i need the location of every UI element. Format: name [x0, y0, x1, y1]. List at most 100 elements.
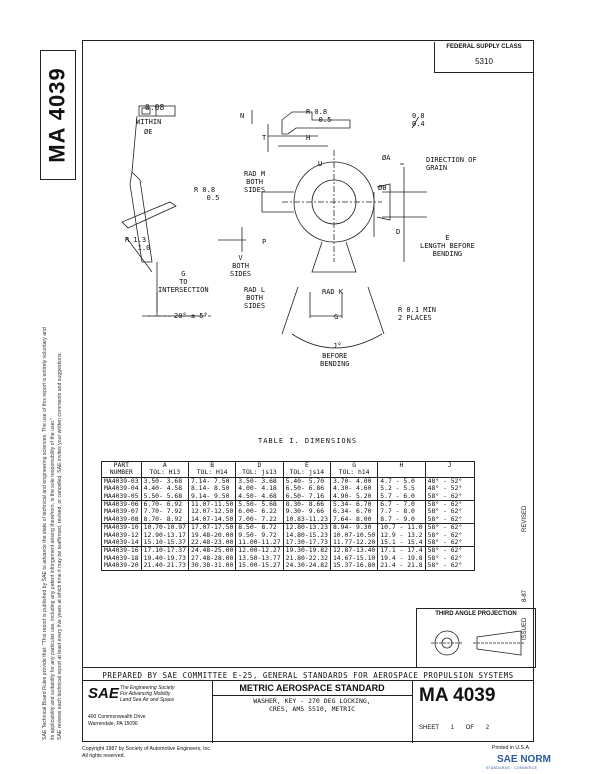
sae-logo: SAE [88, 685, 119, 702]
cell: MA4039-16 MA4039-18 MA4039-20 [101, 546, 142, 571]
t-label: T [262, 134, 267, 142]
header-h: H [377, 461, 426, 478]
sheet-info: SHEET 1 OF 2 [419, 725, 499, 731]
cell: 3.70- 4.00 4.30- 4.60 4.90- 5.20 [329, 476, 379, 502]
cell: 17.1 - 17.4 19.4 - 19.8 21.4 - 21.8 [377, 546, 426, 571]
cell: 19.30-19.82 21.80-22.32 24.30-24.82 [282, 546, 331, 571]
fsc-value: 5310 [475, 57, 493, 66]
washer-drawing [121, 105, 427, 349]
fsc-label: FEDERAL SUPPLY CLASS [446, 44, 522, 50]
within-symbol: ØE [144, 128, 153, 136]
cell: 17.07-17.50 19.48-20.00 22.48-23.00 [187, 523, 237, 548]
radius-label: R 0.8 0.5 [194, 186, 220, 202]
leader-line [131, 115, 138, 173]
n-label: N [240, 112, 245, 120]
cell: 8.30- 8.66 9.30- 9.66 10.83-11.23 [282, 500, 331, 525]
federal-supply-class-box: FEDERAL SUPPLY CLASS 5310 [434, 42, 533, 73]
radius-label: R 1.3 1.0 [125, 236, 151, 252]
sheet-of: OF [465, 725, 475, 731]
doc-number-large: MA 4039 [419, 685, 496, 706]
u-label: U [318, 160, 323, 168]
cell: 6.70- 6.92 7.70- 7.92 8.70- 8.92 [140, 500, 189, 525]
washer-tab-right [376, 183, 391, 221]
b-label: ØB [378, 184, 387, 192]
cell: 8.94- 9.30 10.07-10.50 11.77-12.20 [329, 523, 379, 548]
cell: 3.50- 3.68 4.40- 4.58 5.50- 5.68 [140, 476, 189, 502]
cell: MA4039-06 MA4039-07 MA4039-08 [101, 500, 142, 525]
rad-l-label: RAD L BOTH SIDES [244, 286, 266, 310]
r-min-label: R 0.1 MIN 2 PLACES [398, 306, 436, 322]
table-row: MA4039-06 MA4039-07 MA4039-08 6.70- 6.92… [101, 500, 475, 525]
d-label: D [396, 228, 401, 236]
cell: MA4039-10 MA4039-12 MA4039-14 [101, 523, 142, 548]
title-block: SAE The Engineering Society For Advancin… [82, 680, 534, 743]
angle-label: 20° ± 5° [174, 312, 208, 320]
prepared-by: PREPARED BY SAE COMMITTEE E-25, GENERAL … [82, 667, 534, 680]
printed-in: Printed in U.S.A. [492, 745, 531, 751]
table-row: MA4039-10 MA4039-12 MA4039-14 10.70-10.9… [101, 523, 475, 548]
cell: 48° - 52° 48° - 52° 58° - 62° [424, 476, 475, 502]
cell: 7.14- 7.50 8.14- 8.50 9.14- 9.50 [187, 476, 237, 502]
washer-tab-left [261, 191, 294, 213]
doc-number-tab: MA 4039 [40, 50, 76, 180]
cell: 11.07-11.50 12.07-12.50 14.07-14.50 [187, 500, 237, 525]
v-label: V BOTH SIDES [230, 254, 252, 278]
rad-m-label: RAD M BOTH SIDES [244, 170, 266, 194]
a-label: ØA [382, 154, 391, 162]
grain-direction-label: DIRECTION OF GRAIN [426, 156, 477, 172]
drawing-frame [82, 40, 534, 742]
cell: 58° - 62° 58° - 62° 58° - 62° [424, 500, 475, 525]
before-bending-arc [291, 333, 383, 349]
cell: 6.7 - 7.0 7.7 - 8.0 8.7 - 9.0 [377, 500, 426, 525]
before-bending-label: BEFORE BENDING [320, 352, 350, 368]
issued-date: 8-87 [522, 589, 528, 602]
within-label: WITHIN [136, 118, 162, 126]
cell: 5.50- 5.68 6.00- 6.22 7.00- 7.22 [235, 500, 284, 525]
cell: 10.70-10.97 12.90-13.17 15.10-15.37 [140, 523, 189, 548]
cell: 4.7 - 5.0 5.2 - 5.5 5.7 - 6.0 [377, 476, 426, 502]
projection-symbol-icon [431, 630, 525, 656]
side-view-tab-upper [121, 201, 177, 229]
g-label: G [334, 313, 339, 321]
sheet-total: 2 [485, 725, 490, 731]
radius-label: R 0.8 0.5 [306, 108, 332, 124]
cell: 24.48-25.00 27.48-28.00 30.38-31.00 [187, 546, 237, 571]
cell: 5.34- 6.70 6.34- 6.70 7.64- 8.00 [329, 500, 379, 525]
h-label: H [306, 134, 311, 142]
watermark-logo: SAE NORM [497, 754, 551, 765]
sae-cell: SAE The Engineering Society For Advancin… [82, 681, 213, 743]
table-row: MA4039-03 MA4039-04 MA4039-05 3.50- 3.68… [101, 476, 475, 502]
e-length-label: E LENGTH BEFORE BENDING [420, 234, 475, 258]
doc-number-cell: MA 4039 SHEET 1 OF 2 [412, 681, 535, 743]
revised-label: REVISED [522, 505, 528, 532]
side-view-tab [129, 171, 153, 263]
table-title: TABLE I. DIMENSIONS [258, 437, 358, 445]
flatness-frame [138, 105, 176, 117]
third-angle-projection-box: THIRD ANGLE PROJECTION [416, 608, 536, 668]
cell: 17.10-17.37 19.40-19.73 21.40-21.73 [140, 546, 189, 571]
doc-number: MA 4039 [45, 67, 71, 163]
washer-tab-bottom [311, 241, 357, 273]
cell: 8.50- 8.72 9.50- 9.72 11.00-11.27 [235, 523, 284, 548]
cell: 58° - 62° 58° - 62° 58° - 62° [424, 523, 475, 548]
header-j: J [424, 461, 475, 478]
sae-tagline: The Engineering Society For Advancing Mo… [120, 685, 175, 703]
cell: MA4039-03 MA4039-04 MA4039-05 [101, 476, 142, 502]
cell: 12.87-13.40 14.67-15.10 15.37-16.80 [329, 546, 379, 571]
standard-title: METRIC AEROSPACE STANDARD [212, 681, 412, 696]
standard-description: WASHER, KEY - 270 DEG LOCKING, CRES, AMS… [253, 697, 371, 713]
flatness-symbol [141, 107, 151, 115]
j-degree-label: J° [333, 342, 342, 350]
sheet-number: 1 [450, 725, 455, 731]
cell: 12.80-13.23 14.80-15.23 17.30-17.73 [282, 523, 331, 548]
cell: 58° - 62° 58° - 62° 58° - 62° [424, 546, 475, 571]
cell: 3.50- 3.68 4.00- 4.18 4.50- 4.68 [235, 476, 284, 502]
copyright: Copyright 1987 by Society of Automotive … [82, 746, 212, 759]
